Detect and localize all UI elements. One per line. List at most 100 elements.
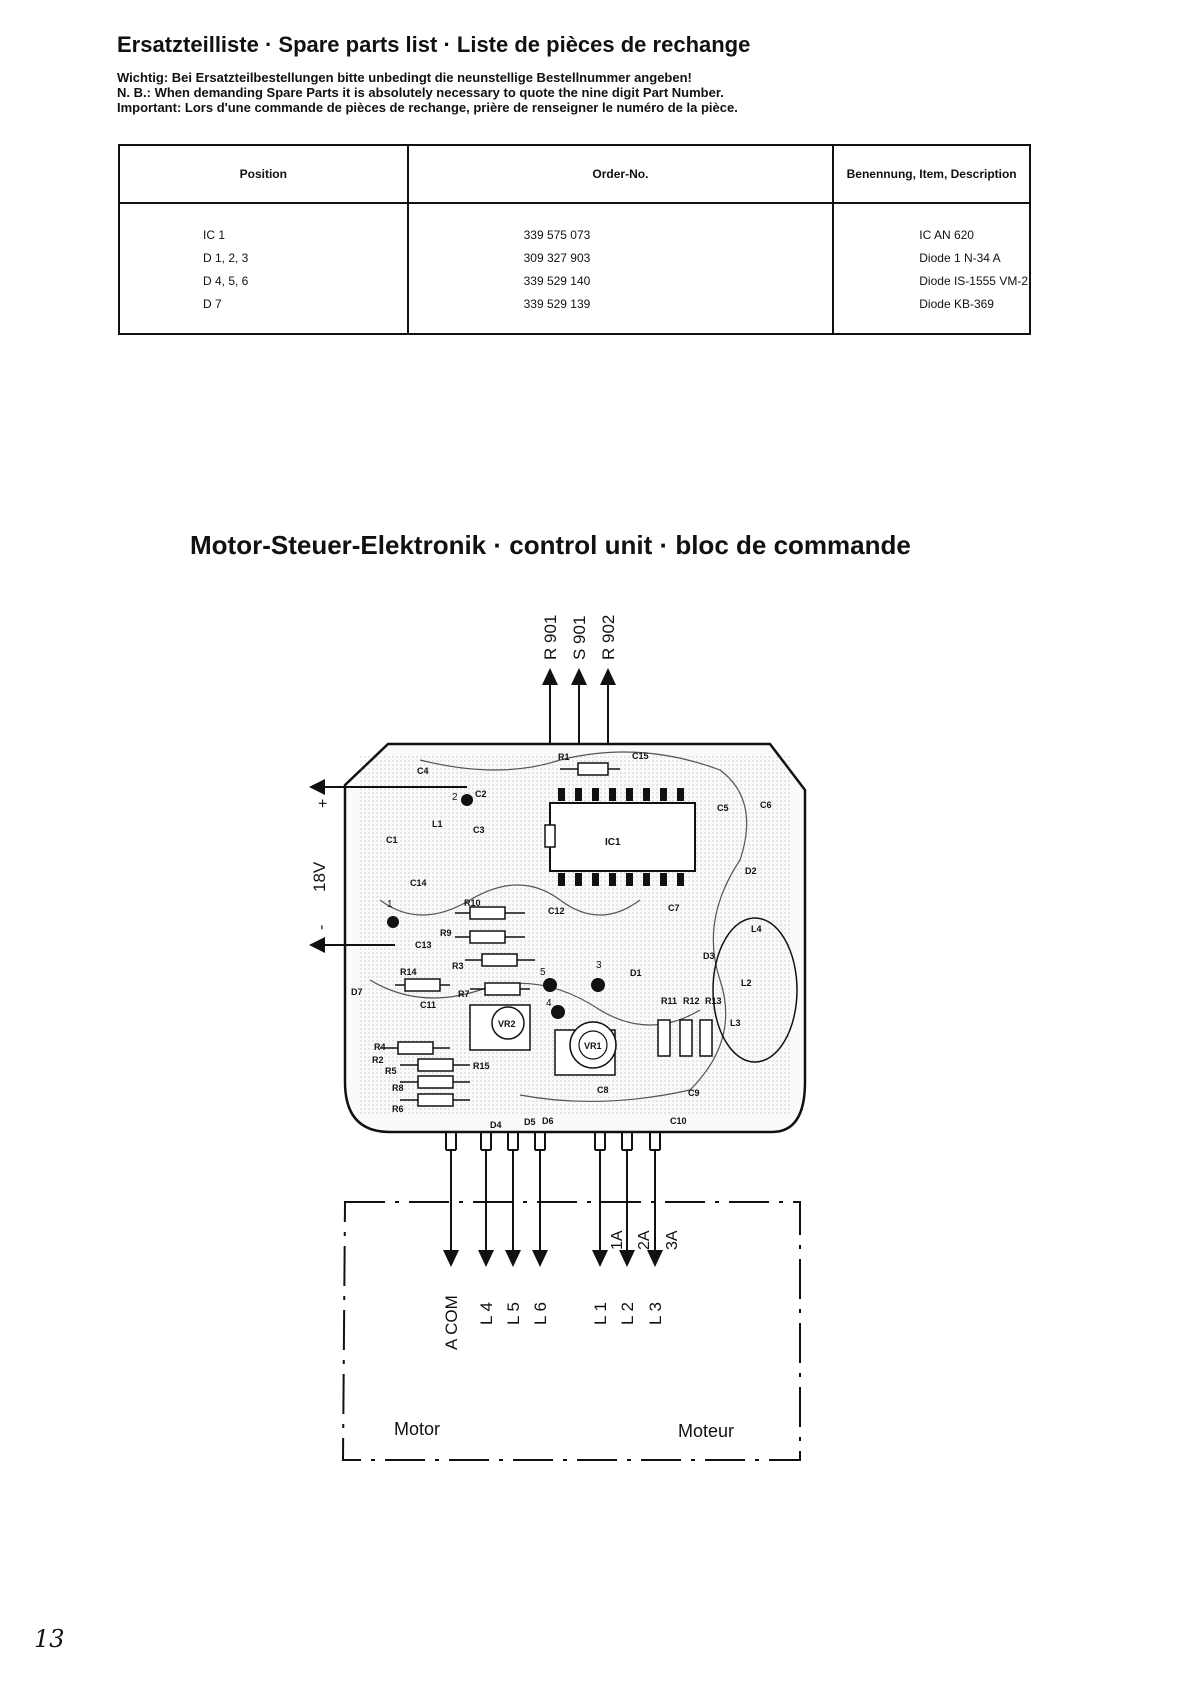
label-c11: C11 [420,1000,436,1010]
note-de: Wichtig: Bei Ersatzteilbestellungen bitt… [117,70,692,85]
header-order-no: Order-No. [406,144,835,204]
label-d3: D3 [703,951,715,961]
table-cell: D 1, 2, 3 [203,251,249,265]
label-c9: C9 [688,1088,700,1098]
table-cell: 309 327 903 [523,251,591,265]
top-output-labels: R 901 S 901 R 902 [541,615,618,660]
ic1-chip: IC1 [544,788,696,886]
label-d7: D7 [351,987,363,997]
label-d1: D1 [630,968,642,978]
terminal-l1: L 1 [591,1302,610,1325]
label-c14: C14 [410,878,427,888]
label-s901: S 901 [570,616,589,660]
component-labels: C1 C2 C3 C4 C5 C6 C7 C8 C9 C10 C11 C12 C… [351,751,772,1130]
potentiometer-vr1: VR1 [554,1021,617,1076]
plus-terminal: + [315,799,332,808]
label-r3: R3 [452,961,464,971]
page-title: Ersatzteilliste · Spare parts list · Lis… [117,32,751,57]
label-r2: R2 [372,1055,384,1065]
label-c3: C3 [473,825,485,835]
label-r15: R15 [473,1061,490,1071]
label-r4: R4 [374,1042,386,1052]
label-ic1: IC1 [605,837,621,848]
terminal-l2: L 2 [618,1302,637,1325]
label-r10: R10 [464,898,481,908]
table-cell: Diode KB-369 [919,297,994,311]
table-cell: 339 529 139 [523,297,591,311]
svg-text:3: 3 [596,960,602,971]
terminal-l3: L 3 [646,1302,665,1325]
potentiometer-vr2: VR2 [469,1004,531,1051]
motor-label-fr: Moteur [678,1421,734,1441]
terminal-l6: L 6 [531,1302,550,1325]
supply-voltage: 18V [310,861,329,892]
svg-text:VR1: VR1 [584,1041,602,1051]
connector-tabs [445,1132,661,1151]
label-c4: C4 [417,766,429,776]
label-d5: D5 [524,1117,536,1127]
top-output-arrows [542,668,616,745]
motor-box [341,1201,801,1461]
svg-text:VR2: VR2 [498,1019,516,1029]
note-fr: Important: Lors d'une commande de pièces… [117,100,738,115]
label-c10: C10 [670,1116,687,1126]
table-cell: Diode IS-1555 VM-2 [919,274,1028,288]
supply-connections [309,779,467,953]
label-c13: C13 [415,940,432,950]
minus-terminal: - [313,925,330,930]
position-column: IC 1 D 1, 2, 3 D 4, 5, 6 D 7 [118,203,409,334]
page-number: 13 [34,1625,65,1653]
svg-text:5: 5 [540,967,546,978]
phase-labels: 1A 2A 3A [609,1230,681,1250]
label-l2: L2 [741,978,752,988]
label-d4: D4 [490,1120,502,1130]
label-r8: R8 [392,1083,404,1093]
table-cell: IC 1 [203,228,226,242]
table-cell: IC AN 620 [919,228,974,242]
label-r13: R13 [705,996,722,1006]
label-c6: C6 [760,800,772,810]
motor-wires [443,1150,663,1267]
spare-parts-table: Position Order-No. Benennung, Item, Desc… [118,144,1031,335]
label-r6: R6 [392,1104,404,1114]
label-r902: R 902 [599,615,618,660]
table-cell: D 7 [203,297,222,311]
label-r901: R 901 [541,615,560,660]
description-column: IC AN 620 Diode 1 N-34 A Diode IS-1555 V… [832,203,1031,334]
header-description: Benennung, Item, Description [832,144,1031,204]
label-l4: L4 [751,924,762,934]
svg-text:4: 4 [546,998,552,1009]
control-unit-diagram: R 901 S 901 R 902 IC1 [309,615,807,1461]
header-position: Position [118,144,409,204]
label-r12: R12 [683,996,700,1006]
label-c12: C12 [548,906,565,916]
label-c8: C8 [597,1085,609,1095]
test-points: 2 1 3 4 5 [387,792,605,1019]
label-d2: D2 [745,866,757,876]
table-cell: D 4, 5, 6 [203,274,249,288]
note-en: N. B.: When demanding Spare Parts it is … [117,85,724,100]
motor-label-de: Motor [394,1419,440,1439]
order-no-column: 339 575 073 309 327 903 339 529 140 339 … [406,203,835,334]
terminal-l5: L 5 [504,1302,523,1325]
svg-text:3A: 3A [664,1230,681,1250]
table-cell: 339 575 073 [523,228,591,242]
label-r14: R14 [400,967,417,977]
label-r11: R11 [661,996,677,1006]
label-c15: C15 [632,751,649,761]
label-r7: R7 [458,989,470,999]
svg-text:1A: 1A [609,1230,626,1250]
svg-text:1: 1 [387,899,393,910]
resistors [380,762,713,1107]
motor-terminal-labels: A COM L 4 L 5 L 6 L 1 L 2 L 3 [442,1295,665,1350]
svg-text:2A: 2A [636,1230,653,1250]
label-r1: R1 [558,752,570,762]
table-cell: Diode 1 N-34 A [919,251,1001,265]
ordering-notes: Wichtig: Bei Ersatzteilbestellungen bitt… [117,70,738,115]
label-c5: C5 [717,803,729,813]
label-l3: L3 [730,1018,741,1028]
diagram-title: Motor-Steuer-Elektronik · control unit ·… [190,530,911,560]
label-d6: D6 [542,1116,554,1126]
label-r5: R5 [385,1066,397,1076]
terminal-l4: L 4 [477,1302,496,1325]
